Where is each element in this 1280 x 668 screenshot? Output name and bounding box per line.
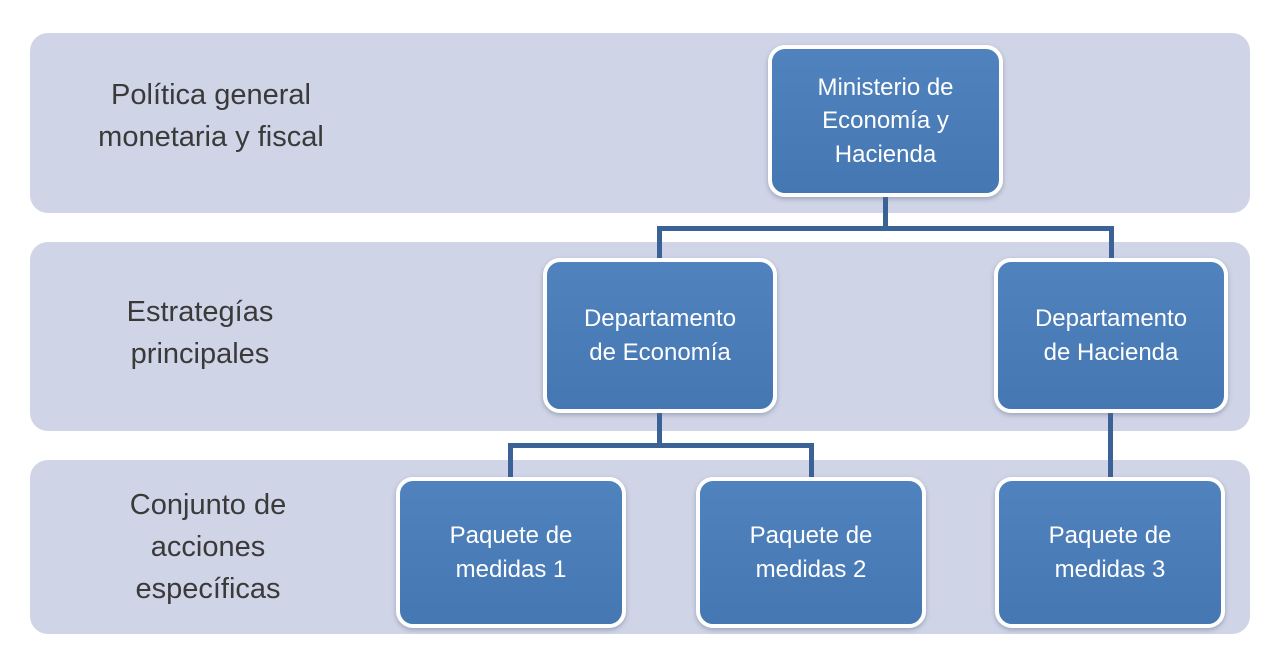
connector-upper-horizontal bbox=[657, 226, 1114, 231]
band-label-politica-general: Política general monetaria y fiscal bbox=[98, 79, 324, 154]
band-label-estrategias-principales: Estrategías principales bbox=[126, 296, 274, 371]
node-departamento-hacienda: Departamento de Hacienda bbox=[994, 258, 1228, 413]
connector-to-dep-hacienda bbox=[1109, 226, 1114, 259]
connector-to-paquete-1 bbox=[508, 443, 513, 478]
node-paquete-medidas-1: Paquete de medidas 1 bbox=[396, 477, 626, 628]
node-departamento-economia: Departamento de Economía bbox=[543, 258, 777, 413]
connector-to-paquete-2 bbox=[809, 443, 814, 478]
band-label-conjunto-acciones: Conjunto de acciones específicas bbox=[129, 489, 287, 606]
connector-ministerio-stem bbox=[883, 197, 888, 231]
node-ministerio-economia-hacienda: Ministerio de Economía y Hacienda bbox=[768, 45, 1003, 197]
connector-dep-economia-stem bbox=[657, 413, 662, 448]
connector-to-paquete-3 bbox=[1108, 413, 1113, 478]
connector-lower-horizontal bbox=[508, 443, 814, 448]
band-politica-general bbox=[30, 33, 1250, 213]
node-paquete-medidas-2: Paquete de medidas 2 bbox=[696, 477, 926, 628]
connector-to-dep-economia bbox=[657, 226, 662, 259]
node-paquete-medidas-3: Paquete de medidas 3 bbox=[995, 477, 1225, 628]
